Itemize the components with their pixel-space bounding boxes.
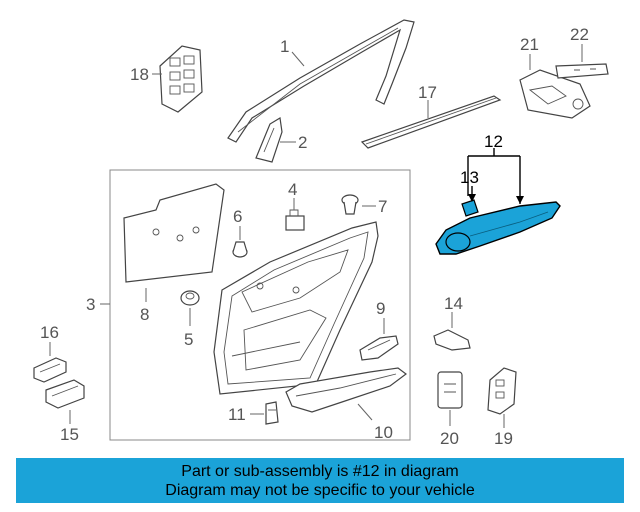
assembly-frame <box>109 169 411 441</box>
part-22-memory-switch[interactable] <box>555 63 609 79</box>
part-11-switch[interactable] <box>265 401 279 425</box>
part-21-seat-switch[interactable] <box>519 69 591 119</box>
part-5-grommet[interactable] <box>180 290 200 306</box>
callout-2: 2 <box>298 133 307 152</box>
part-15-bracket[interactable] <box>45 379 85 409</box>
part-8-watershield[interactable] <box>123 183 225 283</box>
callout-13: 13 <box>460 168 479 187</box>
callout-17: 17 <box>418 83 437 102</box>
part-20-switch-module[interactable] <box>437 371 463 409</box>
callout-5: 5 <box>184 330 193 349</box>
part-2-corner-trim[interactable] <box>255 117 283 163</box>
part-4-retainer[interactable] <box>285 209 305 231</box>
callout-1: 1 <box>280 37 289 56</box>
callout-9: 9 <box>376 299 385 318</box>
part-6-clip[interactable] <box>232 241 248 258</box>
info-banner: Part or sub-assembly is #12 in diagram D… <box>16 458 624 503</box>
callout-20: 20 <box>440 429 459 448</box>
callout-7: 7 <box>378 197 387 216</box>
part-19-memory-switch[interactable] <box>487 367 517 415</box>
part-17-sill-strip[interactable] <box>360 95 502 149</box>
callout-18: 18 <box>130 65 149 84</box>
callout-12: 12 <box>484 132 503 151</box>
door-trim-panel[interactable] <box>213 221 379 395</box>
part-12-pull-handle[interactable] <box>435 201 561 255</box>
part-13-clip[interactable] <box>461 199 479 217</box>
part-1-frame-trim[interactable] <box>227 19 415 143</box>
callout-22: 22 <box>570 25 589 44</box>
callout-15: 15 <box>60 425 79 444</box>
part-18-window-switch[interactable] <box>159 45 203 113</box>
callout-8: 8 <box>140 305 149 324</box>
callout-10: 10 <box>374 423 393 442</box>
part-7-push-pin[interactable] <box>341 194 359 215</box>
callout-16: 16 <box>40 323 59 342</box>
parts-diagram: 1 2 18 17 21 22 3 <box>33 19 609 448</box>
callout-4: 4 <box>288 180 297 199</box>
banner-line-2: Diagram may not be specific to your vehi… <box>165 482 475 499</box>
callout-19: 19 <box>494 429 513 448</box>
part-9-door-handle[interactable] <box>359 335 399 361</box>
part-10-armrest[interactable] <box>285 367 407 413</box>
banner-line-1: Part or sub-assembly is #12 in diagram <box>181 463 459 480</box>
callout-21: 21 <box>520 35 539 54</box>
callout-3: 3 <box>86 295 95 314</box>
part-16-bracket[interactable] <box>33 357 67 383</box>
callout-14: 14 <box>444 294 463 313</box>
callout-11: 11 <box>228 405 246 424</box>
callout-6: 6 <box>233 207 242 226</box>
part-14-trim-piece[interactable] <box>433 329 471 351</box>
